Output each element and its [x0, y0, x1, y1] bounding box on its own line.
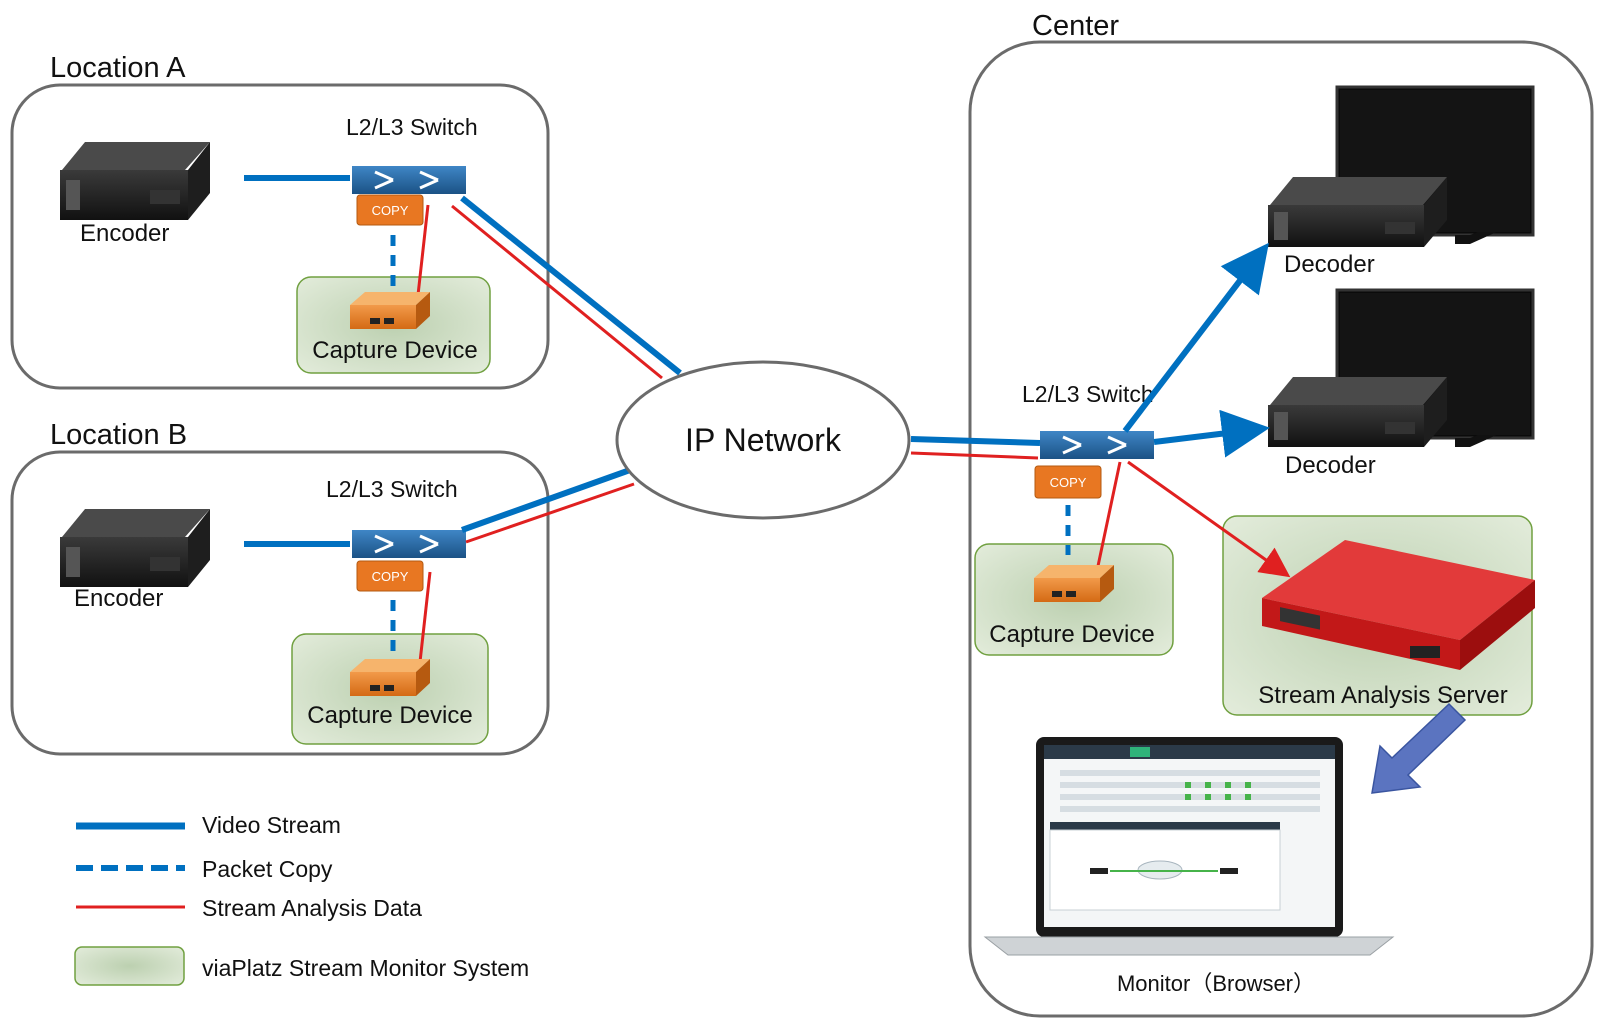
location-b-capture-analysis-link — [418, 571, 432, 663]
location-a-group: Location A Encoder L2/L3 Switch COPY — [10, 52, 550, 390]
svg-text:COPY: COPY — [372, 203, 409, 218]
location-a-copy-badge: COPY — [356, 194, 424, 226]
location-a-capture-device-icon — [350, 292, 430, 329]
location-a-box — [10, 83, 550, 390]
center-switch-label: L2/L3 Switch — [1022, 381, 1154, 407]
center-capture-analysis-link — [1096, 461, 1122, 567]
decoder-1-video-link — [1122, 242, 1269, 433]
location-a-encoder-label: Encoder — [80, 220, 169, 247]
location-a-switch-icon — [352, 166, 466, 194]
location-b-capture-device-icon — [350, 659, 430, 696]
center-video-downlink — [910, 436, 1041, 446]
location-b-switch-icon — [352, 530, 466, 558]
monitor-laptop-icon — [983, 737, 1395, 956]
location-a-video-uplink — [460, 195, 682, 376]
location-b-capture-label: Capture Device — [307, 702, 472, 729]
legend: Video Stream Packet Copy Stream Analysis… — [74, 812, 529, 986]
center-box — [968, 40, 1594, 1018]
location-a-encoder-icon — [60, 142, 210, 220]
svg-text:COPY: COPY — [1050, 475, 1087, 490]
legend-system-swatch — [74, 946, 185, 986]
location-b-title: Location B — [50, 419, 187, 451]
decoder-1-label: Decoder — [1284, 251, 1375, 278]
legend-video-label: Video Stream — [202, 812, 341, 838]
location-a-analysis-uplink — [451, 204, 663, 380]
center-title: Center — [1032, 10, 1119, 42]
location-b-video-uplink — [460, 467, 632, 533]
decoder-2-video-link — [1153, 409, 1270, 458]
server-analysis-link — [1127, 460, 1291, 578]
legend-packet-label: Packet Copy — [202, 856, 333, 882]
location-b-group: Location B Encoder L2/L3 Switch COPY — [10, 419, 550, 756]
decoder-2-label: Decoder — [1285, 452, 1376, 479]
server-to-monitor-arrow — [1371, 702, 1467, 794]
monitor-browser-label: Monitor（Browser） — [1117, 971, 1315, 996]
svg-text:COPY: COPY — [372, 569, 409, 584]
location-b-copy-badge: COPY — [356, 560, 424, 592]
center-group: Center Decoder — [910, 10, 1594, 1018]
decoder-2-icon — [1268, 377, 1447, 447]
location-b-encoder-label: Encoder — [74, 585, 163, 612]
location-b-box — [10, 450, 550, 756]
location-b-analysis-uplink — [465, 482, 635, 544]
location-a-title: Location A — [50, 52, 186, 84]
location-a-capture-analysis-link — [416, 204, 430, 296]
stream-analysis-server-label: Stream Analysis Server — [1258, 682, 1507, 709]
location-a-capture-label: Capture Device — [312, 337, 477, 364]
location-b-switch-label: L2/L3 Switch — [326, 476, 458, 502]
legend-system-label: viaPlatz Stream Monitor System — [202, 955, 529, 981]
legend-analysis-label: Stream Analysis Data — [202, 895, 422, 921]
center-analysis-downlink — [910, 451, 1039, 460]
center-capture-label: Capture Device — [989, 621, 1154, 648]
ip-network-label: IP Network — [685, 422, 842, 458]
decoder-1-icon — [1268, 177, 1447, 247]
stream-analysis-server-icon — [1262, 540, 1535, 670]
ip-network-cloud: IP Network — [615, 360, 911, 520]
location-b-encoder-icon — [60, 509, 210, 587]
center-switch-icon — [1040, 431, 1154, 459]
location-a-switch-label: L2/L3 Switch — [346, 114, 478, 140]
center-copy-badge: COPY — [1034, 465, 1102, 499]
center-capture-device-icon — [1034, 565, 1114, 602]
